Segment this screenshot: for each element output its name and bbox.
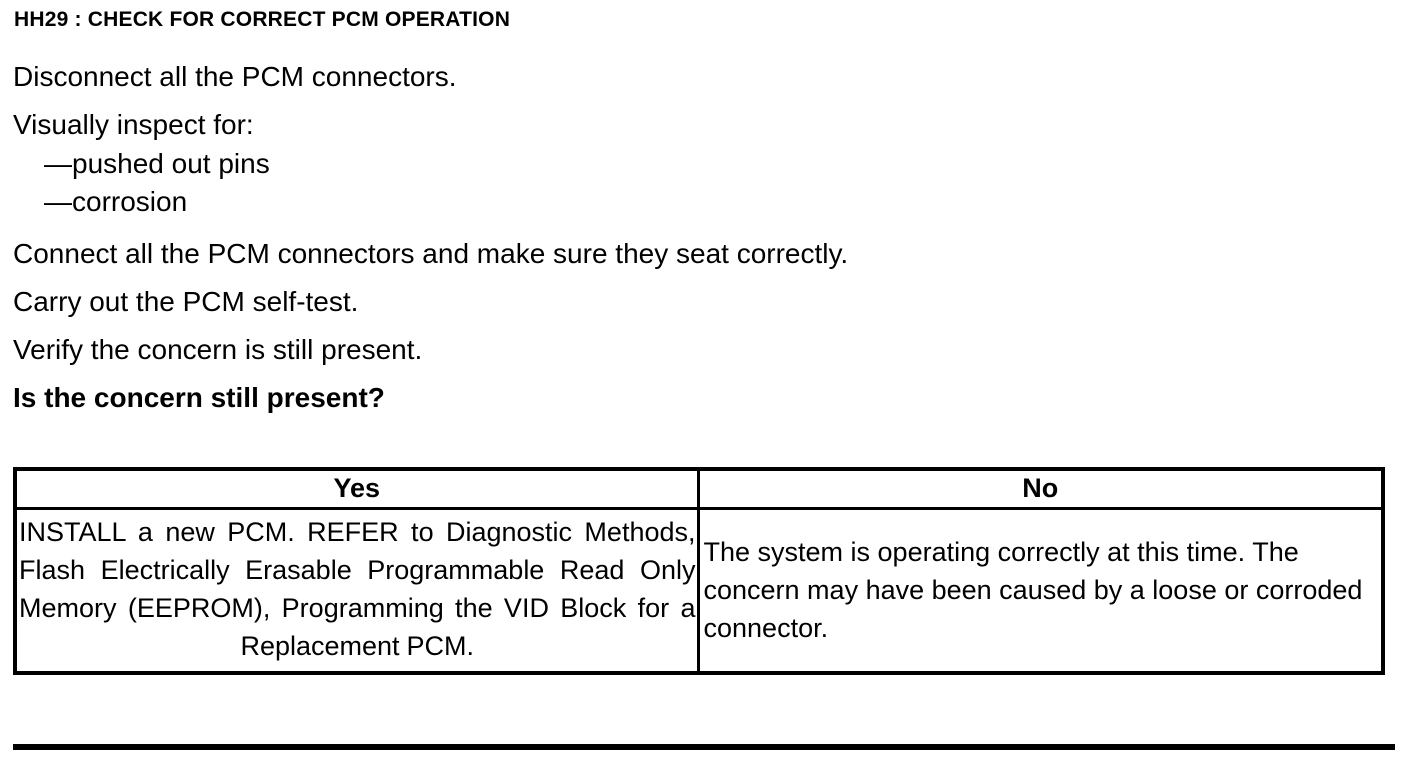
list-item: —pushed out pins <box>44 148 270 179</box>
instruction-block: Disconnect all the PCM connectors. Visua… <box>13 53 1393 422</box>
cell-yes-text: INSTALL a new PCM. REFER to Diagnostic M… <box>19 517 696 661</box>
cell-no-text: The system is operating correctly at thi… <box>703 536 1363 643</box>
table-header-row: Yes No <box>15 469 1383 510</box>
column-header-yes: Yes <box>15 469 700 510</box>
decision-result-table: Yes No INSTALL a new PCM. REFER to Diagn… <box>13 467 1385 675</box>
column-header-no: No <box>698 469 1383 510</box>
cell-yes-action: INSTALL a new PCM. REFER to Diagnostic M… <box>15 508 700 673</box>
list-item: —corrosion <box>44 186 188 217</box>
instruction-line-connect: Connect all the PCM connectors and make … <box>13 238 849 269</box>
page-title: HH29 : CHECK FOR CORRECT PCM OPERATION <box>14 8 511 31</box>
decision-question: Is the concern still present? <box>13 382 385 413</box>
inspect-item-list: —pushed out pins —corrosion <box>13 145 1393 221</box>
instruction-line-inspect: Visually inspect for: <box>13 109 254 140</box>
footer-divider <box>13 744 1395 750</box>
instruction-line-disconnect: Disconnect all the PCM connectors. <box>13 61 457 92</box>
cell-no-action: The system is operating correctly at thi… <box>698 509 1383 674</box>
table-row: INSTALL a new PCM. REFER to Diagnostic M… <box>15 508 1383 674</box>
instruction-line-verify: Verify the concern is still present. <box>13 334 423 365</box>
instruction-line-selftest: Carry out the PCM self-test. <box>13 286 359 317</box>
